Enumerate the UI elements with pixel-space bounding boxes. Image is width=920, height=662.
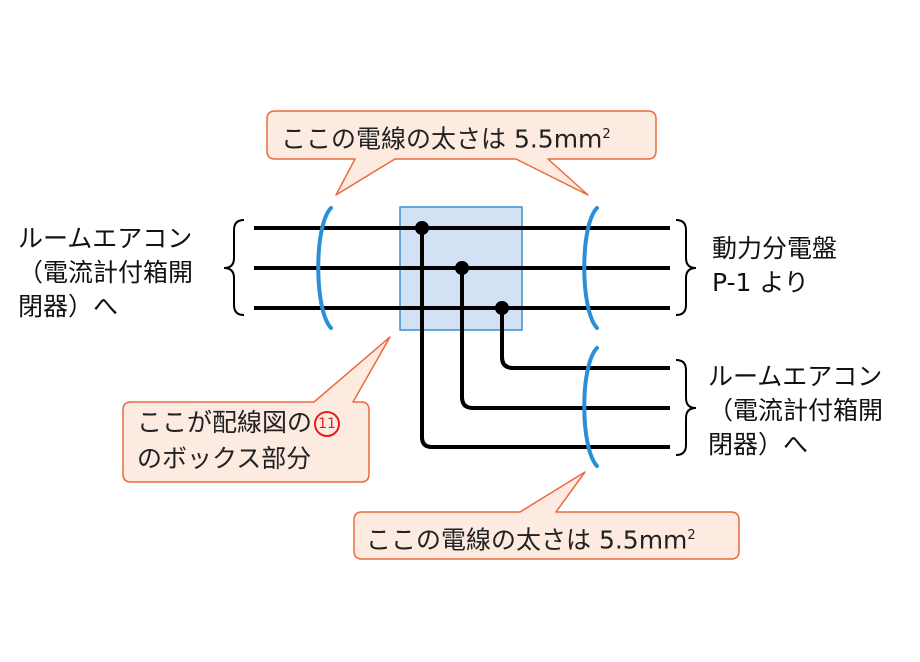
right-brace-bottom: [675, 359, 697, 456]
bundle-ellipse-right-bottom: [582, 346, 599, 468]
right-top-label-line1: 動力分電盤: [712, 234, 838, 263]
callout-top-shape: [266, 110, 657, 196]
bundle-ellipse-right-top: [582, 206, 599, 330]
callout-bottom-label: ここの電線の太さは 5.5mm: [366, 525, 688, 555]
callout-box-shape: [122, 336, 391, 483]
left-label-line2: （電流計付箱開: [18, 258, 194, 287]
branch-wire-1: [420, 228, 670, 449]
left-label: ルームエアコン （電流計付箱開 閉器）へ: [18, 222, 193, 324]
bundle-ellipse-left: [316, 206, 333, 330]
junction-dot-1: [415, 221, 429, 235]
right-bottom-label-line1: ルームエアコン: [708, 362, 883, 391]
callout-top-text: ここの電線の太さは 5.5mm2: [281, 117, 611, 157]
right-brace-top: [675, 219, 697, 316]
right-top-label: 動力分電盤 P-1 より: [712, 232, 837, 300]
callout-bottom-shape: [353, 471, 740, 560]
callout-bottom-text: ここの電線の太さは 5.5mm2: [366, 518, 696, 558]
callout-box-line1: ここが配線図の: [137, 408, 313, 437]
right-top-label-line2: P-1 より: [712, 268, 809, 297]
junction-dot-2: [455, 261, 469, 275]
right-bottom-label-line3: 閉器）へ: [708, 430, 809, 459]
left-label-line1: ルームエアコン: [18, 224, 193, 253]
left-label-line3: 閉器）へ: [18, 292, 119, 321]
callout-box-line2: のボックス部分: [137, 444, 312, 473]
circled-number-11: 11: [314, 411, 341, 437]
callout-top-label: ここの電線の太さは 5.5mm: [281, 124, 603, 154]
left-brace: [223, 219, 245, 316]
right-bottom-label: ルームエアコン （電流計付箱開 閉器）へ: [708, 360, 883, 462]
junction-dot-3: [495, 301, 509, 315]
callout-bottom-superscript: 2: [687, 528, 696, 543]
branch-wire-3: [500, 308, 670, 370]
branch-wire-2: [460, 268, 670, 410]
callout-top-superscript: 2: [602, 127, 611, 142]
right-bottom-label-line2: （電流計付箱開: [708, 396, 884, 425]
